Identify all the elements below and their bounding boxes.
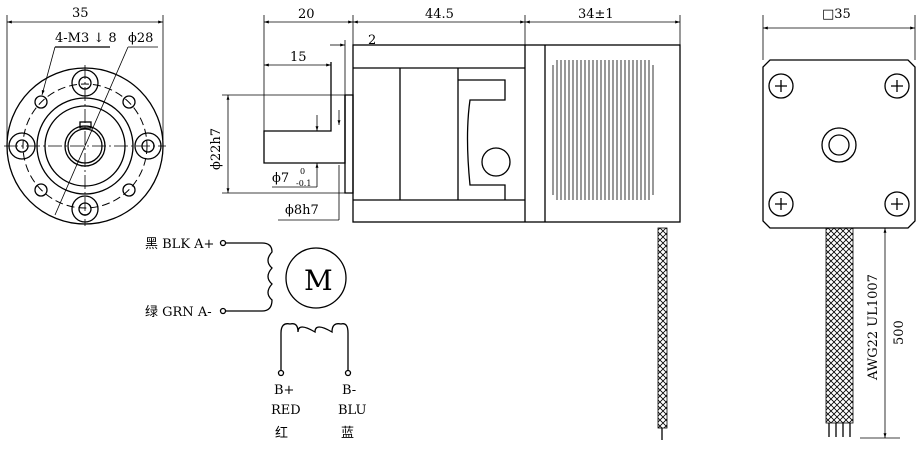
motor-symbol — [285, 247, 347, 309]
gearbox-length-dim: 20 — [298, 7, 315, 22]
cable-length-dim: 500 — [892, 320, 907, 345]
b-plus-cn: 红 — [275, 425, 288, 441]
flange-thickness-dim: 2 — [368, 33, 376, 48]
pcd-dim: ϕ28 — [128, 31, 153, 46]
pilot-dia-dim: ϕ22h7 — [209, 128, 224, 170]
a-plus-label: 黑 BLK A+ — [145, 237, 214, 252]
mounting-holes — [8, 69, 162, 223]
b-minus-color: BLU — [338, 403, 366, 418]
rear-length-dim: 34±1 — [578, 7, 614, 22]
side-cable — [657, 227, 668, 429]
motor-length-dim: 44.5 — [425, 7, 454, 22]
rear-cable-bundle — [825, 227, 854, 424]
b-minus-cn: 蓝 — [341, 426, 354, 441]
motor-symbol-label: M — [304, 264, 333, 297]
b-minus-label: B- — [342, 383, 356, 398]
front-width-dim: 35 — [72, 6, 89, 21]
b-plus-label: B+ — [274, 383, 294, 398]
cooling-fins — [552, 60, 654, 200]
shaft-tol-lower: -0.1 — [296, 179, 311, 188]
side-view: 20 44.5 34±1 2 15 ϕ22h7 ϕ7 0 -0.1 ϕ8h7 — [209, 7, 681, 440]
cable-label: AWG22 UL1007 — [866, 274, 881, 381]
rear-size-dim: □35 — [822, 7, 851, 22]
rear-view: □35 500 AWG22 UL1007 — [762, 7, 916, 439]
boss-dia-dim: ϕ8h7 — [285, 203, 319, 218]
corner-screws — [768, 73, 910, 217]
thread-note: 4-M3 ↓ 8 — [55, 31, 117, 46]
shaft-dia-dim: ϕ7 — [272, 171, 289, 186]
a-minus-label: 绿 GRN A- — [145, 305, 212, 320]
shaft-tol-upper: 0 — [300, 167, 305, 176]
wiring-diagram: 黑 BLK A+ 绿 GRN A- M B+ RED 红 B- BLU 蓝 — [145, 237, 366, 441]
b-plus-color: RED — [271, 403, 301, 418]
front-view: 35 4-M3 ↓ 8 ϕ28 — [4, 6, 166, 226]
shaft-length-dim: 15 — [290, 50, 307, 65]
